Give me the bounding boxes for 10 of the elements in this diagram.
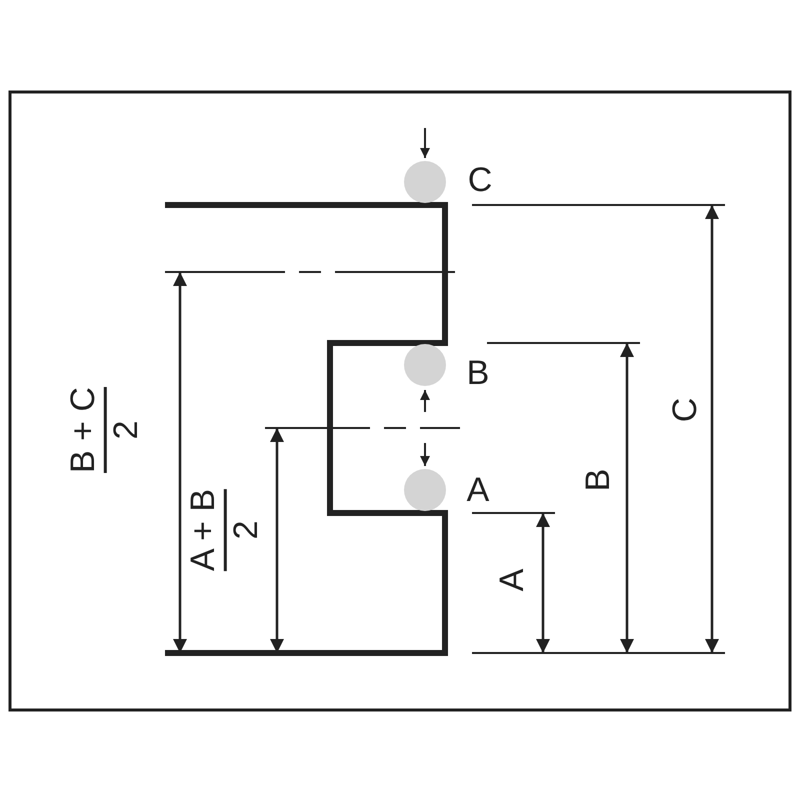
- point-label: C: [468, 163, 492, 197]
- fraction-numerator: B + C: [66, 387, 102, 473]
- dimension-label: B: [581, 468, 615, 492]
- fraction-denominator: 2: [108, 420, 144, 440]
- fraction-denominator: 2: [228, 520, 264, 540]
- dimension-label: C: [668, 398, 702, 422]
- fraction-numerator: A + B: [186, 488, 222, 572]
- dimension-label: A: [495, 568, 529, 592]
- point-label: A: [466, 473, 490, 507]
- point-label: B: [466, 356, 490, 390]
